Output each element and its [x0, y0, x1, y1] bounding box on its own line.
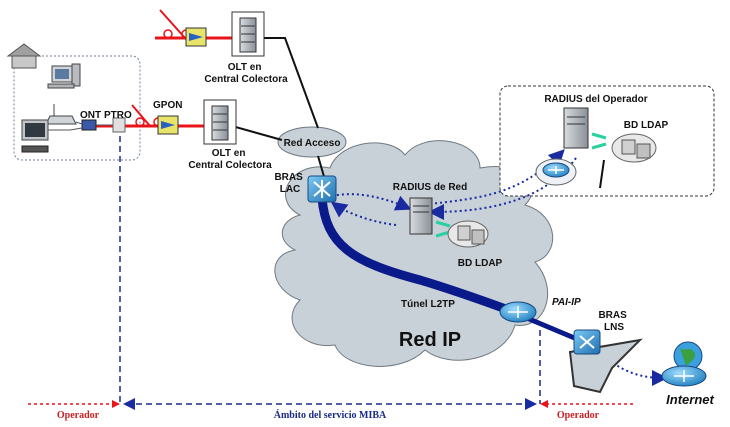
olt-top-icon	[231, 11, 265, 57]
ont-label: ONT	[80, 110, 101, 121]
scope-right-arrowhead	[540, 400, 548, 408]
scope-right-operator-label: Operador	[557, 410, 600, 421]
internet-label: Internet	[666, 392, 714, 407]
radius-operador-label: RADIUS del Operador	[544, 94, 647, 105]
olt-bottom-label: OLT en Central Colectora	[188, 148, 272, 171]
scope-left-arrowhead	[112, 400, 120, 408]
radius-red-server-icon	[409, 197, 433, 235]
bd-ldap-red-icon	[447, 220, 489, 248]
scope-service-label: Ámbito del servicio MIBA	[274, 409, 387, 421]
ptro-label: PTRO	[104, 110, 132, 121]
tunel-l2tp-label: Túnel L2TP	[401, 299, 455, 310]
bras-lns-switch-icon	[573, 329, 601, 355]
red-ip-label: Red IP	[399, 329, 461, 351]
radius-operador-sync-arrows	[591, 132, 607, 150]
bd-ldap-operador-label: BD LDAP	[624, 120, 669, 131]
radius-operador-server-icon	[563, 107, 589, 149]
bras-lac-label: BRAS LAC	[274, 172, 305, 195]
ont-icon	[81, 119, 97, 131]
internet-globe-icon	[673, 341, 703, 371]
olt-bottom-icon	[203, 99, 237, 145]
house-icon	[6, 43, 42, 69]
bd-ldap-red-label: BD LDAP	[458, 258, 503, 269]
red-ip-cloud	[274, 140, 554, 367]
home-links	[48, 121, 113, 131]
gpon-label: GPON	[153, 100, 182, 111]
pc-icon	[47, 63, 81, 89]
bras-lns-label: BRAS LNS	[598, 310, 629, 333]
tunnel-l2tp	[317, 193, 519, 317]
radius-red-label: RADIUS de Red	[393, 182, 467, 193]
operator-router-icon	[535, 158, 577, 186]
tv-icon	[21, 119, 49, 141]
pai-ip-router-icon	[499, 301, 537, 323]
splitter-top	[185, 27, 207, 47]
red-acceso-label: Red Acceso	[284, 138, 341, 149]
fiber-connectors	[135, 29, 191, 127]
fiber-tail-top	[159, 9, 186, 39]
bd-ldap-operador-icon	[611, 133, 657, 163]
splitter-bottom	[157, 115, 179, 135]
scope-left-operator-label: Operador	[57, 410, 100, 421]
fiber-tail-bottom	[131, 104, 151, 127]
olt-top-label: OLT en Central Colectora	[204, 62, 288, 85]
internet-router-icon	[661, 365, 707, 387]
pai-ip-label: PAI-IP	[552, 297, 581, 308]
red-acceso-cloud	[277, 126, 347, 158]
bras-lac-switch-icon	[307, 175, 337, 203]
set-top-box-icon	[21, 145, 49, 153]
